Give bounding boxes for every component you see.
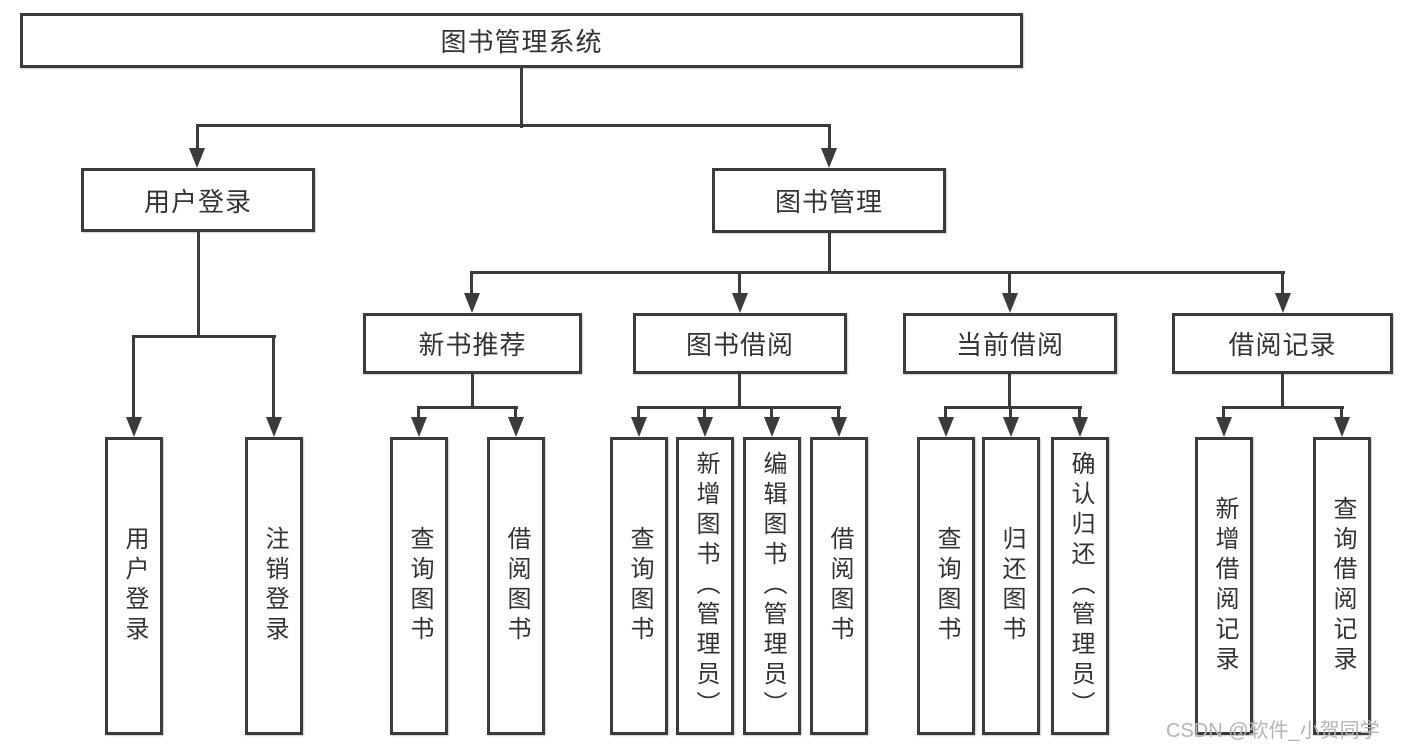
connector-line (1008, 374, 1011, 408)
connector-line (471, 374, 474, 408)
node-label: 当前借阅 (955, 330, 1064, 360)
arrow-down-icon (464, 293, 480, 313)
connector-line (1078, 407, 1081, 421)
connector-line (1222, 407, 1225, 421)
connector-line (470, 271, 1285, 274)
arrow-down-icon (126, 417, 142, 437)
arrow-down-icon (411, 417, 427, 437)
arrow-down-icon (764, 417, 780, 437)
leaf-edit-book-admin: 编辑图书（管理员） (743, 437, 801, 735)
connector-line (272, 336, 275, 420)
node-label: 用户登录 (143, 186, 252, 217)
connector-line (1281, 374, 1284, 408)
node-label: 图书管理系统 (440, 27, 603, 57)
arrow-down-icon (697, 417, 713, 437)
node-label: 查询图书 (406, 526, 433, 646)
connector-line (828, 125, 831, 151)
node-library-management-system: 图书管理系统 (20, 13, 1023, 68)
connector-line (738, 272, 741, 296)
leaf-logout: 注销登录 (245, 437, 303, 735)
arrow-down-icon (1002, 293, 1018, 313)
connector-line (196, 124, 831, 127)
node-label: 新书推荐 (418, 330, 527, 360)
node-label: 新增图书（管理员） (692, 451, 719, 721)
csdn-watermark: CSDN @软件_小贺同学 (1166, 720, 1380, 742)
leaf-user-login: 用户登录 (105, 437, 163, 735)
connector-line (703, 407, 706, 421)
arrow-down-icon (508, 417, 524, 437)
connector-line (132, 336, 135, 420)
node-label: 用户登录 (121, 526, 148, 646)
connector-line (1281, 272, 1284, 296)
leaf-query-borrow-record: 查询借阅记录 (1313, 437, 1371, 735)
leaf-add-borrow-record: 新增借阅记录 (1195, 437, 1253, 735)
node-borrow-records: 借阅记录 (1172, 313, 1393, 374)
node-new-book-recommend: 新书推荐 (363, 313, 582, 374)
connector-line (944, 407, 947, 421)
arrow-down-icon (1216, 417, 1232, 437)
node-label: 借阅图书 (826, 526, 853, 646)
node-label: 确认归还（管理员） (1067, 451, 1094, 721)
leaf-confirm-return-admin: 确认归还（管理员） (1051, 437, 1109, 735)
arrow-down-icon (831, 417, 847, 437)
arrow-down-icon (266, 417, 282, 437)
connector-line (1009, 407, 1012, 421)
node-book-borrow: 图书借阅 (633, 313, 847, 374)
connector-line (132, 335, 276, 338)
leaf-newrec-query-books: 查询图书 (390, 437, 448, 735)
connector-line (1008, 272, 1011, 296)
connector-line (837, 407, 840, 421)
connector-line (196, 125, 199, 151)
connector-line (770, 407, 773, 421)
leaf-newrec-borrow-books: 借阅图书 (487, 437, 545, 735)
node-label: 注销登录 (261, 526, 288, 646)
node-label: 查询图书 (933, 526, 960, 646)
connector-line (417, 406, 518, 409)
node-label: 新增借阅记录 (1211, 496, 1238, 676)
connector-line (828, 233, 831, 274)
arrow-down-icon (1072, 417, 1088, 437)
arrow-down-icon (1334, 417, 1350, 437)
arrow-down-icon (938, 417, 954, 437)
node-label: 编辑图书（管理员） (759, 451, 786, 721)
node-label: 归还图书 (998, 526, 1025, 646)
node-label: 查询图书 (626, 526, 653, 646)
connector-line (1222, 406, 1344, 409)
node-label: 借阅记录 (1228, 330, 1337, 360)
connector-line (637, 407, 640, 421)
leaf-borrow-books: 借阅图书 (810, 437, 868, 735)
node-current-borrow: 当前借阅 (903, 313, 1117, 374)
arrow-down-icon (821, 148, 837, 168)
arrow-down-icon (732, 293, 748, 313)
node-user-login: 用户登录 (81, 168, 315, 232)
connector-line (470, 272, 473, 296)
leaf-borrow-query-books: 查询图书 (610, 437, 668, 735)
leaf-current-query-books: 查询图书 (917, 437, 975, 735)
connector-line (944, 406, 1082, 409)
connector-line (417, 407, 420, 421)
leaf-return-books: 归还图书 (982, 437, 1040, 735)
node-label: 图书管理 (774, 187, 883, 217)
connector-line (738, 374, 741, 408)
arrow-down-icon (189, 148, 205, 168)
node-label: 查询借阅记录 (1329, 496, 1356, 676)
connector-line (637, 406, 841, 409)
arrow-down-icon (1003, 417, 1019, 437)
node-book-management: 图书管理 (712, 168, 946, 233)
connector-line (520, 68, 523, 128)
arrow-down-icon (631, 417, 647, 437)
node-label: 图书借阅 (685, 330, 794, 360)
connector-line (197, 232, 200, 338)
connector-line (514, 407, 517, 421)
leaf-add-book-admin: 新增图书（管理员） (676, 437, 734, 735)
node-label: 借阅图书 (503, 526, 530, 646)
connector-line (1340, 407, 1343, 421)
arrow-down-icon (1275, 293, 1291, 313)
